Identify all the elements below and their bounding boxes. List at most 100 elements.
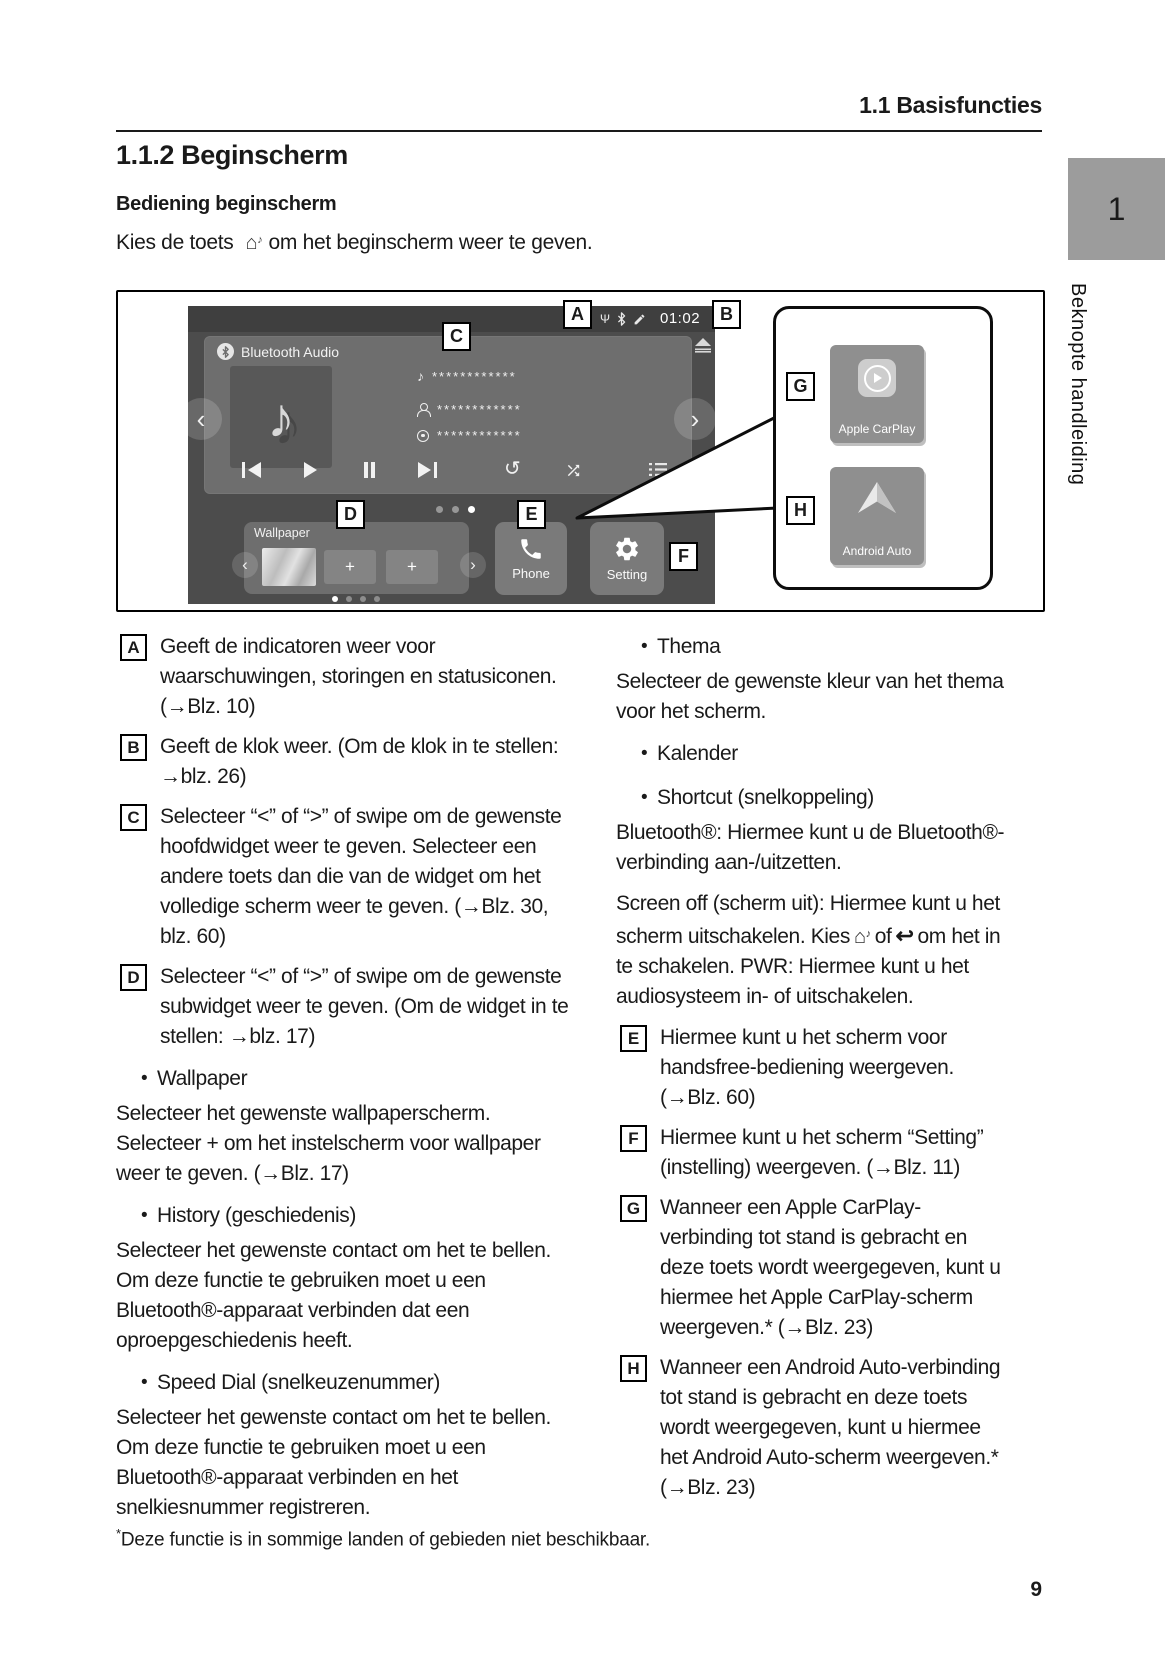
bullet-history: History (geschiedenis) <box>116 1201 572 1231</box>
add-wallpaper-button: + <box>386 550 438 584</box>
album-art: ♪ <box>230 366 332 468</box>
smartphone-buttons-panel: Apple CarPlay Android Auto <box>773 306 993 590</box>
wallpaper-title: Wallpaper <box>254 526 310 540</box>
running-header: 1.1 Basisfuncties <box>859 92 1042 118</box>
wallpaper-widget: Wallpaper + + <box>244 522 469 594</box>
main-widget-page-dots <box>436 506 475 513</box>
item-e-text: Hiermee kunt u het scherm voor handsfree… <box>660 1026 954 1109</box>
artist-row: ************ <box>417 402 522 417</box>
bullet-kalender: Kalender <box>616 739 1010 769</box>
callout-g: G <box>786 372 815 401</box>
header-rule <box>116 130 1042 132</box>
transport-controls: ↺ <box>204 458 692 484</box>
item-b-text: Geeft de klok weer. (Om de klok in te st… <box>160 735 559 788</box>
callout-f: F <box>669 542 698 571</box>
shortcut-bluetooth-text: Bluetooth®: Hiermee kunt u de Bluetooth®… <box>616 821 1005 874</box>
setting-tile: Setting <box>590 522 664 595</box>
item-b-label: B <box>120 734 147 761</box>
subwidget-chevron-left-icon: ‹ <box>232 552 258 578</box>
callout-d: D <box>336 500 365 529</box>
home-screen-figure: Ψ 01:02 Bluetooth Audio <box>116 290 1045 612</box>
home-button-icon: ⌂♪ <box>853 926 871 948</box>
section-title: 1.1.2 Beginscherm <box>116 140 348 170</box>
skip-back-icon <box>242 462 261 478</box>
android-auto-label: Android Auto <box>842 544 912 558</box>
main-chevron-right-icon: › <box>674 398 716 440</box>
play-icon <box>304 462 317 478</box>
android-auto-tile: Android Auto <box>830 467 924 565</box>
item-h-text: Wanneer een Android Auto-verbinding tot … <box>660 1356 1001 1499</box>
callout-h: H <box>786 496 815 525</box>
item-a: A Geeft de indicatoren weer voor waarsch… <box>116 632 572 722</box>
item-b: B Geeft de klok weer. (Om de klok in te … <box>116 732 572 792</box>
footnote: *Deze functie is in sommige landen of ge… <box>116 1526 836 1551</box>
track-name: ************ <box>432 368 517 384</box>
item-e: E Hiermee kunt u het scherm voor handsfr… <box>616 1023 1010 1113</box>
item-d-text: Selecteer “<” of “>” of swipe om de gewe… <box>160 965 569 1048</box>
android-auto-icon <box>856 481 898 520</box>
tray-icon <box>695 338 711 358</box>
track-list-icon <box>649 462 667 477</box>
apple-carplay-label: Apple CarPlay <box>838 422 916 436</box>
phone-label: Phone <box>512 566 550 581</box>
back-button-icon: ↩ <box>895 923 914 948</box>
callout-e: E <box>517 500 546 529</box>
setting-label: Setting <box>606 567 648 582</box>
item-h-label: H <box>620 1355 647 1382</box>
bullet-history-text: Selecteer het gewenste contact om het te… <box>116 1239 551 1352</box>
bullet-speed-dial: Speed Dial (snelkeuzenummer) <box>116 1368 572 1398</box>
bullet-thema: Thema <box>616 632 1010 662</box>
bluetooth-status-icon <box>616 312 627 326</box>
item-d-label: D <box>120 964 147 991</box>
main-chevron-left-icon: ‹ <box>180 398 222 440</box>
chapter-tab: 1 <box>1068 158 1165 260</box>
music-note-icon: ♪ <box>267 385 295 449</box>
track-icon: ♪ <box>417 368 424 384</box>
widget-header: Bluetooth Audio <box>217 343 339 360</box>
item-g-text: Wanneer een Apple CarPlay-verbinding tot… <box>660 1196 1001 1339</box>
item-g: G Wanneer een Apple CarPlay-verbinding t… <box>616 1193 1010 1343</box>
intro-sentence: Kies de toets⌂♪om het beginscherm weer t… <box>116 231 593 254</box>
skip-forward-icon <box>418 462 437 478</box>
item-g-label: G <box>620 1195 647 1222</box>
repeat-icon: ↺ <box>504 458 521 480</box>
album-name: ************ <box>437 428 522 443</box>
bullet-thema-text: Selecteer de gewenste kleur van het them… <box>616 670 1004 723</box>
footnote-marker: * <box>116 1526 121 1541</box>
callout-b: B <box>712 300 741 329</box>
apple-carplay-tile: Apple CarPlay <box>830 345 924 443</box>
wallpaper-thumbnail <box>262 548 316 586</box>
subwidget-chevron-right-icon: › <box>460 552 486 578</box>
item-c-text: Selecteer “<” of “>” of swipe om de gewe… <box>160 805 562 948</box>
item-a-label: A <box>120 634 147 661</box>
right-text-column: Thema Selecteer de gewenste kleur van he… <box>616 632 1010 1513</box>
item-d: D Selecteer “<” of “>” of swipe om de ge… <box>116 962 572 1052</box>
apple-carplay-icon <box>858 359 896 397</box>
shuffle-icon <box>564 462 583 479</box>
phone-tile: Phone <box>495 522 567 595</box>
pen-connected-icon <box>633 313 646 326</box>
add-wallpaper-button: + <box>324 550 376 584</box>
left-text-column: A Geeft de indicatoren weer voor waarsch… <box>116 632 572 1534</box>
artist-name: ************ <box>437 402 522 417</box>
status-icons: Ψ <box>600 312 646 326</box>
footnote-text: Deze functie is in sommige landen of geb… <box>120 1529 651 1551</box>
screen-page-dots <box>332 596 380 602</box>
item-h: H Wanneer een Android Auto-verbinding to… <box>616 1353 1010 1503</box>
usb-icon: Ψ <box>600 312 611 326</box>
home-button-icon: ⌂♪ <box>245 232 263 254</box>
subsection-title: Bediening beginscherm <box>116 193 337 215</box>
track-row: ♪ ************ <box>417 368 517 384</box>
gear-icon <box>616 537 638 561</box>
item-f-label: F <box>620 1125 647 1152</box>
bullet-speed-dial-text: Selecteer het gewenste contact om het te… <box>116 1406 551 1519</box>
widget-title: Bluetooth Audio <box>241 343 340 360</box>
bullet-shortcut: Shortcut (snelkoppeling) <box>616 783 1010 813</box>
album-row: ************ <box>417 428 522 443</box>
item-e-label: E <box>620 1025 647 1052</box>
phone-icon <box>521 539 541 559</box>
album-icon <box>417 429 429 442</box>
callout-a: A <box>563 300 592 329</box>
item-f-text: Hiermee kunt u het scherm “Setting” (ins… <box>660 1126 984 1179</box>
